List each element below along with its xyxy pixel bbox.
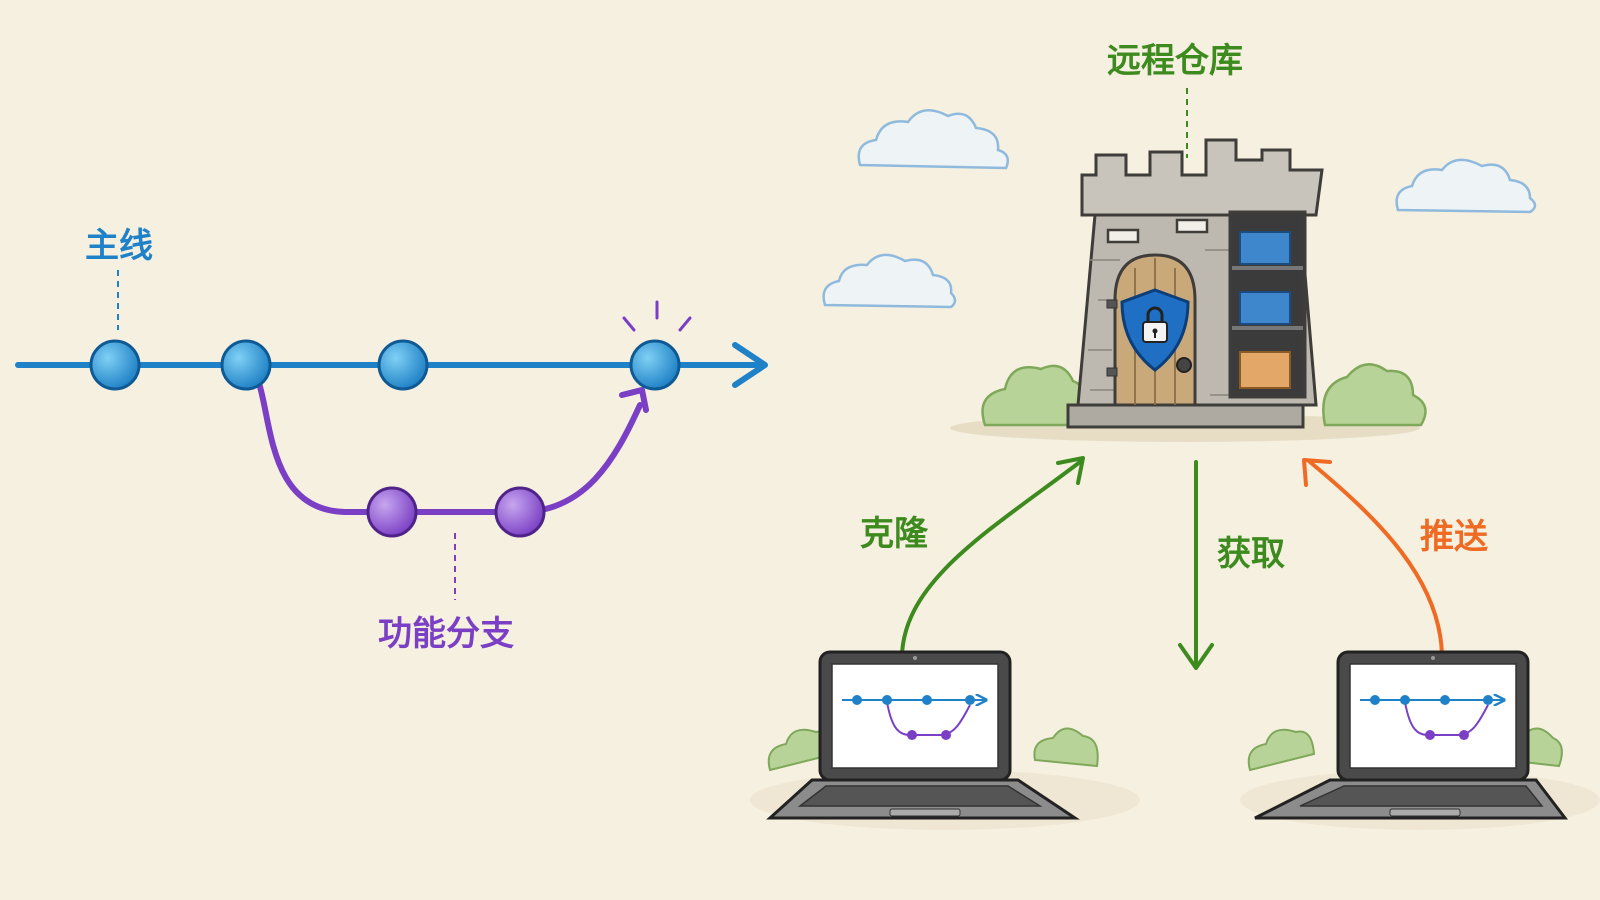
remote-scene: 远程仓库 克隆 获取 推送 <box>750 41 1600 830</box>
push-arrowhead <box>1302 458 1332 487</box>
cloud-icon <box>822 253 957 309</box>
remote-repo-label: 远程仓库 <box>1107 41 1243 81</box>
mainline-commit <box>220 339 272 391</box>
tower-icon <box>1066 138 1324 429</box>
fetch-label: 获取 <box>1217 534 1285 574</box>
cloud-icon <box>857 109 1009 170</box>
feature-branch-label: 功能分支 <box>378 614 514 654</box>
feature-commit <box>366 486 418 538</box>
merge-arrowhead <box>619 387 649 413</box>
cloud-icon <box>1395 158 1537 214</box>
bush-icon <box>1322 363 1427 427</box>
mainline-commit <box>89 339 141 391</box>
merge-commit <box>629 339 681 391</box>
push-label: 推送 <box>1420 517 1488 557</box>
branch-diagram: 主线 功能分支 <box>15 226 768 654</box>
merge-sparkle <box>622 300 692 332</box>
laptop-icon <box>1240 650 1600 830</box>
shield-lock-icon <box>1120 288 1190 372</box>
feature-branch-curve <box>255 377 643 515</box>
laptop-icon <box>750 650 1140 830</box>
mainline-arrowhead <box>732 342 768 388</box>
fetch-arrowhead <box>1178 643 1214 670</box>
mainline-commit <box>377 339 429 391</box>
clone-arrowhead <box>1056 456 1085 485</box>
mainline-label: 主线 <box>85 226 153 266</box>
feature-commit <box>494 486 546 538</box>
clone-label: 克隆 <box>860 514 929 554</box>
clone-arrow <box>900 460 1082 657</box>
push-arrow <box>1308 460 1444 657</box>
